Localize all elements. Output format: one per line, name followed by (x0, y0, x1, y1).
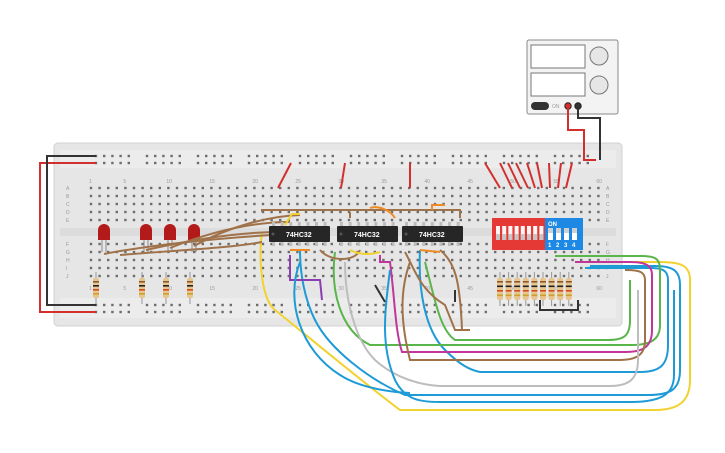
power-supply-icon[interactable]: ON (526, 39, 619, 115)
dip-switch-pos-1: 1 (548, 243, 552, 249)
row-letter: F (66, 242, 69, 248)
wire-supply-positive[interactable] (567, 106, 596, 161)
resistor-icon[interactable] (139, 272, 145, 304)
power-supply-brand: ON (552, 104, 560, 110)
row-letter: C (606, 202, 610, 208)
wire-supply-negative[interactable] (577, 106, 601, 160)
column-number: 55 (553, 286, 559, 292)
wire-rail-left-black[interactable] (46, 155, 96, 306)
column-number: 20 (252, 286, 258, 292)
row-letter: D (66, 210, 70, 216)
dip-switch-pos-4: 4 (572, 243, 576, 249)
ic-chip-label: 74HC32 (354, 232, 380, 239)
ic-chip-label: 74HC32 (286, 232, 312, 239)
resistor-icon[interactable] (514, 272, 521, 306)
resistor-icon[interactable] (497, 272, 503, 306)
column-number: 10 (166, 286, 172, 292)
short-wires[interactable] (284, 204, 456, 303)
column-number: 55 (553, 179, 559, 185)
resistor-icon[interactable] (187, 272, 193, 304)
row-letter: G (66, 250, 70, 256)
ic-chip-icon[interactable]: 74HC32 (337, 222, 398, 246)
brown-wires[interactable] (103, 209, 470, 331)
dip-switch-on-label: ON (548, 222, 557, 228)
row-letter: I (66, 266, 67, 272)
column-number: 10 (166, 179, 172, 185)
column-number: 25 (295, 286, 301, 292)
dip-switch-pos-3: 3 (564, 243, 568, 249)
row-letter: D (606, 210, 610, 216)
column-number: 15 (209, 179, 215, 185)
row-letter: E (606, 218, 610, 224)
wire-right-ground[interactable] (539, 300, 579, 311)
column-number: 5 (123, 179, 126, 185)
dip-switch-icon[interactable]: ON 1 2 3 4 (492, 218, 583, 250)
row-letter: A (606, 186, 610, 192)
column-number: 40 (424, 179, 430, 185)
row-letter: H (66, 258, 70, 264)
row-letter: A (66, 186, 70, 192)
resistor-icon[interactable] (565, 272, 572, 306)
resistor-icon[interactable] (522, 272, 529, 306)
column-number: 30 (338, 286, 344, 292)
column-number: 20 (252, 179, 258, 185)
column-number: 45 (467, 286, 473, 292)
column-number: 5 (123, 286, 126, 292)
led-icon[interactable] (140, 224, 152, 252)
ic-chip-icon[interactable]: 74HC32 (402, 222, 463, 246)
column-number: 60 (596, 179, 602, 185)
column-number: 15 (209, 286, 215, 292)
row-letter: C (66, 202, 70, 208)
column-number: 35 (381, 179, 387, 185)
resistor-icon[interactable] (163, 272, 169, 304)
ic-chip-label: 74HC32 (419, 232, 445, 239)
row-letter: B (66, 194, 70, 200)
led-icon[interactable] (98, 224, 110, 252)
resistor-icon[interactable] (540, 272, 546, 306)
column-number: 35 (381, 286, 387, 292)
wire-rail-left-red[interactable] (39, 162, 96, 313)
column-number: 50 (510, 286, 516, 292)
ic-chip-icon[interactable]: 74HC32 (269, 222, 330, 246)
row-letter: E (66, 218, 70, 224)
row-letter: G (606, 250, 610, 256)
row-letter: J (606, 274, 609, 280)
dip-switch-pos-2: 2 (556, 243, 560, 249)
resistor-icon[interactable] (531, 272, 538, 306)
loop-wires[interactable] (259, 231, 691, 411)
column-number: 25 (295, 179, 301, 185)
row-letter: B (606, 194, 610, 200)
resistor-icon[interactable] (548, 272, 555, 306)
resistor-icon[interactable] (505, 272, 512, 306)
column-number: 1 (89, 286, 92, 292)
row-letter: F (606, 242, 609, 248)
resistor-icon[interactable] (93, 272, 99, 304)
row-letter: J (66, 274, 69, 280)
column-number: 60 (596, 286, 602, 292)
top-red-wires[interactable] (277, 162, 573, 189)
column-number: 45 (467, 179, 473, 185)
column-number: 50 (510, 179, 516, 185)
column-number: 1 (89, 179, 92, 185)
resistor-icon[interactable] (557, 272, 564, 306)
